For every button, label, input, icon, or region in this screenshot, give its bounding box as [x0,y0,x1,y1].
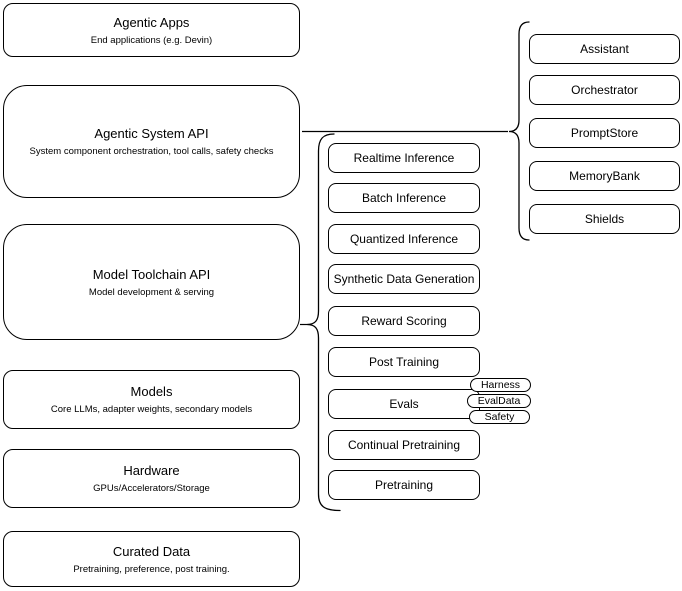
box-title: Model Toolchain API [92,266,211,282]
agentic-system-api-box: Agentic System API System component orch… [3,85,300,198]
hardware-box: Hardware GPUs/Accelerators/Storage [3,449,300,508]
box-title: Models [130,384,173,399]
toolchain-item-quantized-inference: Quantized Inference [328,224,480,254]
box-subtitle: Pretraining, preference, post training. [73,563,230,575]
box-title: Hardware [123,463,180,478]
tag-label: Safety [484,411,515,423]
node-label: Pretraining [374,478,434,492]
box-subtitle: Model development & serving [88,286,215,298]
toolchain-item-reward-scoring: Reward Scoring [328,306,480,336]
node-label: Quantized Inference [349,232,459,246]
node-label: Post Training [368,355,440,369]
node-label: Shields [584,212,625,226]
agentic-component-assistant: Assistant [529,34,680,64]
toolchain-item-realtime-inference: Realtime Inference [328,143,480,173]
box-subtitle: Core LLMs, adapter weights, secondary mo… [50,404,253,415]
box-title: Agentic System API [94,126,209,141]
curated-data-box: Curated Data Pretraining, preference, po… [3,531,300,587]
model-toolchain-api-box: Model Toolchain API Model development & … [3,224,300,340]
toolchain-item-evals: Evals [328,389,480,419]
toolchain-item-continual-pretraining: Continual Pretraining [328,430,480,460]
node-label: MemoryBank [569,169,640,183]
toolchain-item-pretraining: Pretraining [328,470,480,500]
models-box: Models Core LLMs, adapter weights, secon… [3,370,300,429]
node-label: Continual Pretraining [347,438,461,452]
toolchain-item-batch-inference: Batch Inference [328,183,480,213]
node-label: Evals [389,397,419,411]
node-label: Batch Inference [361,191,447,205]
toolchain-group-brace [306,133,341,512]
toolchain-item-synthetic-data-generation: Synthetic Data Generation [328,264,480,294]
node-label: PromptStore [570,126,639,140]
agentic-component-promptstore: PromptStore [529,118,680,148]
box-subtitle: GPUs/Accelerators/Storage [93,483,210,494]
evals-tag-harness: Harness [470,378,531,392]
node-label: Assistant [580,42,629,56]
node-label: Orchestrator [571,83,638,97]
box-title: Agentic Apps [113,14,190,30]
node-label: Synthetic Data Generation [333,272,475,286]
box-title: Curated Data [112,543,191,559]
agentic-apps-box: Agentic Apps End applications (e.g. Devi… [3,3,300,57]
node-label: Reward Scoring [361,314,447,328]
evals-tag-safety: Safety [469,410,530,424]
agentic-component-shields: Shields [529,204,680,234]
agentic-component-orchestrator: Orchestrator [529,75,680,105]
tag-label: EvalData [477,395,521,407]
toolchain-item-post-training: Post Training [328,347,480,377]
box-subtitle: System component orchestration, tool cal… [29,146,274,157]
tag-label: Harness [480,379,521,391]
agentic-component-memorybank: MemoryBank [529,161,680,191]
box-subtitle: End applications (e.g. Devin) [90,34,213,46]
agentic-group-brace [508,21,530,241]
evals-tag-evaldata: EvalData [467,394,531,408]
node-label: Realtime Inference [353,151,455,165]
